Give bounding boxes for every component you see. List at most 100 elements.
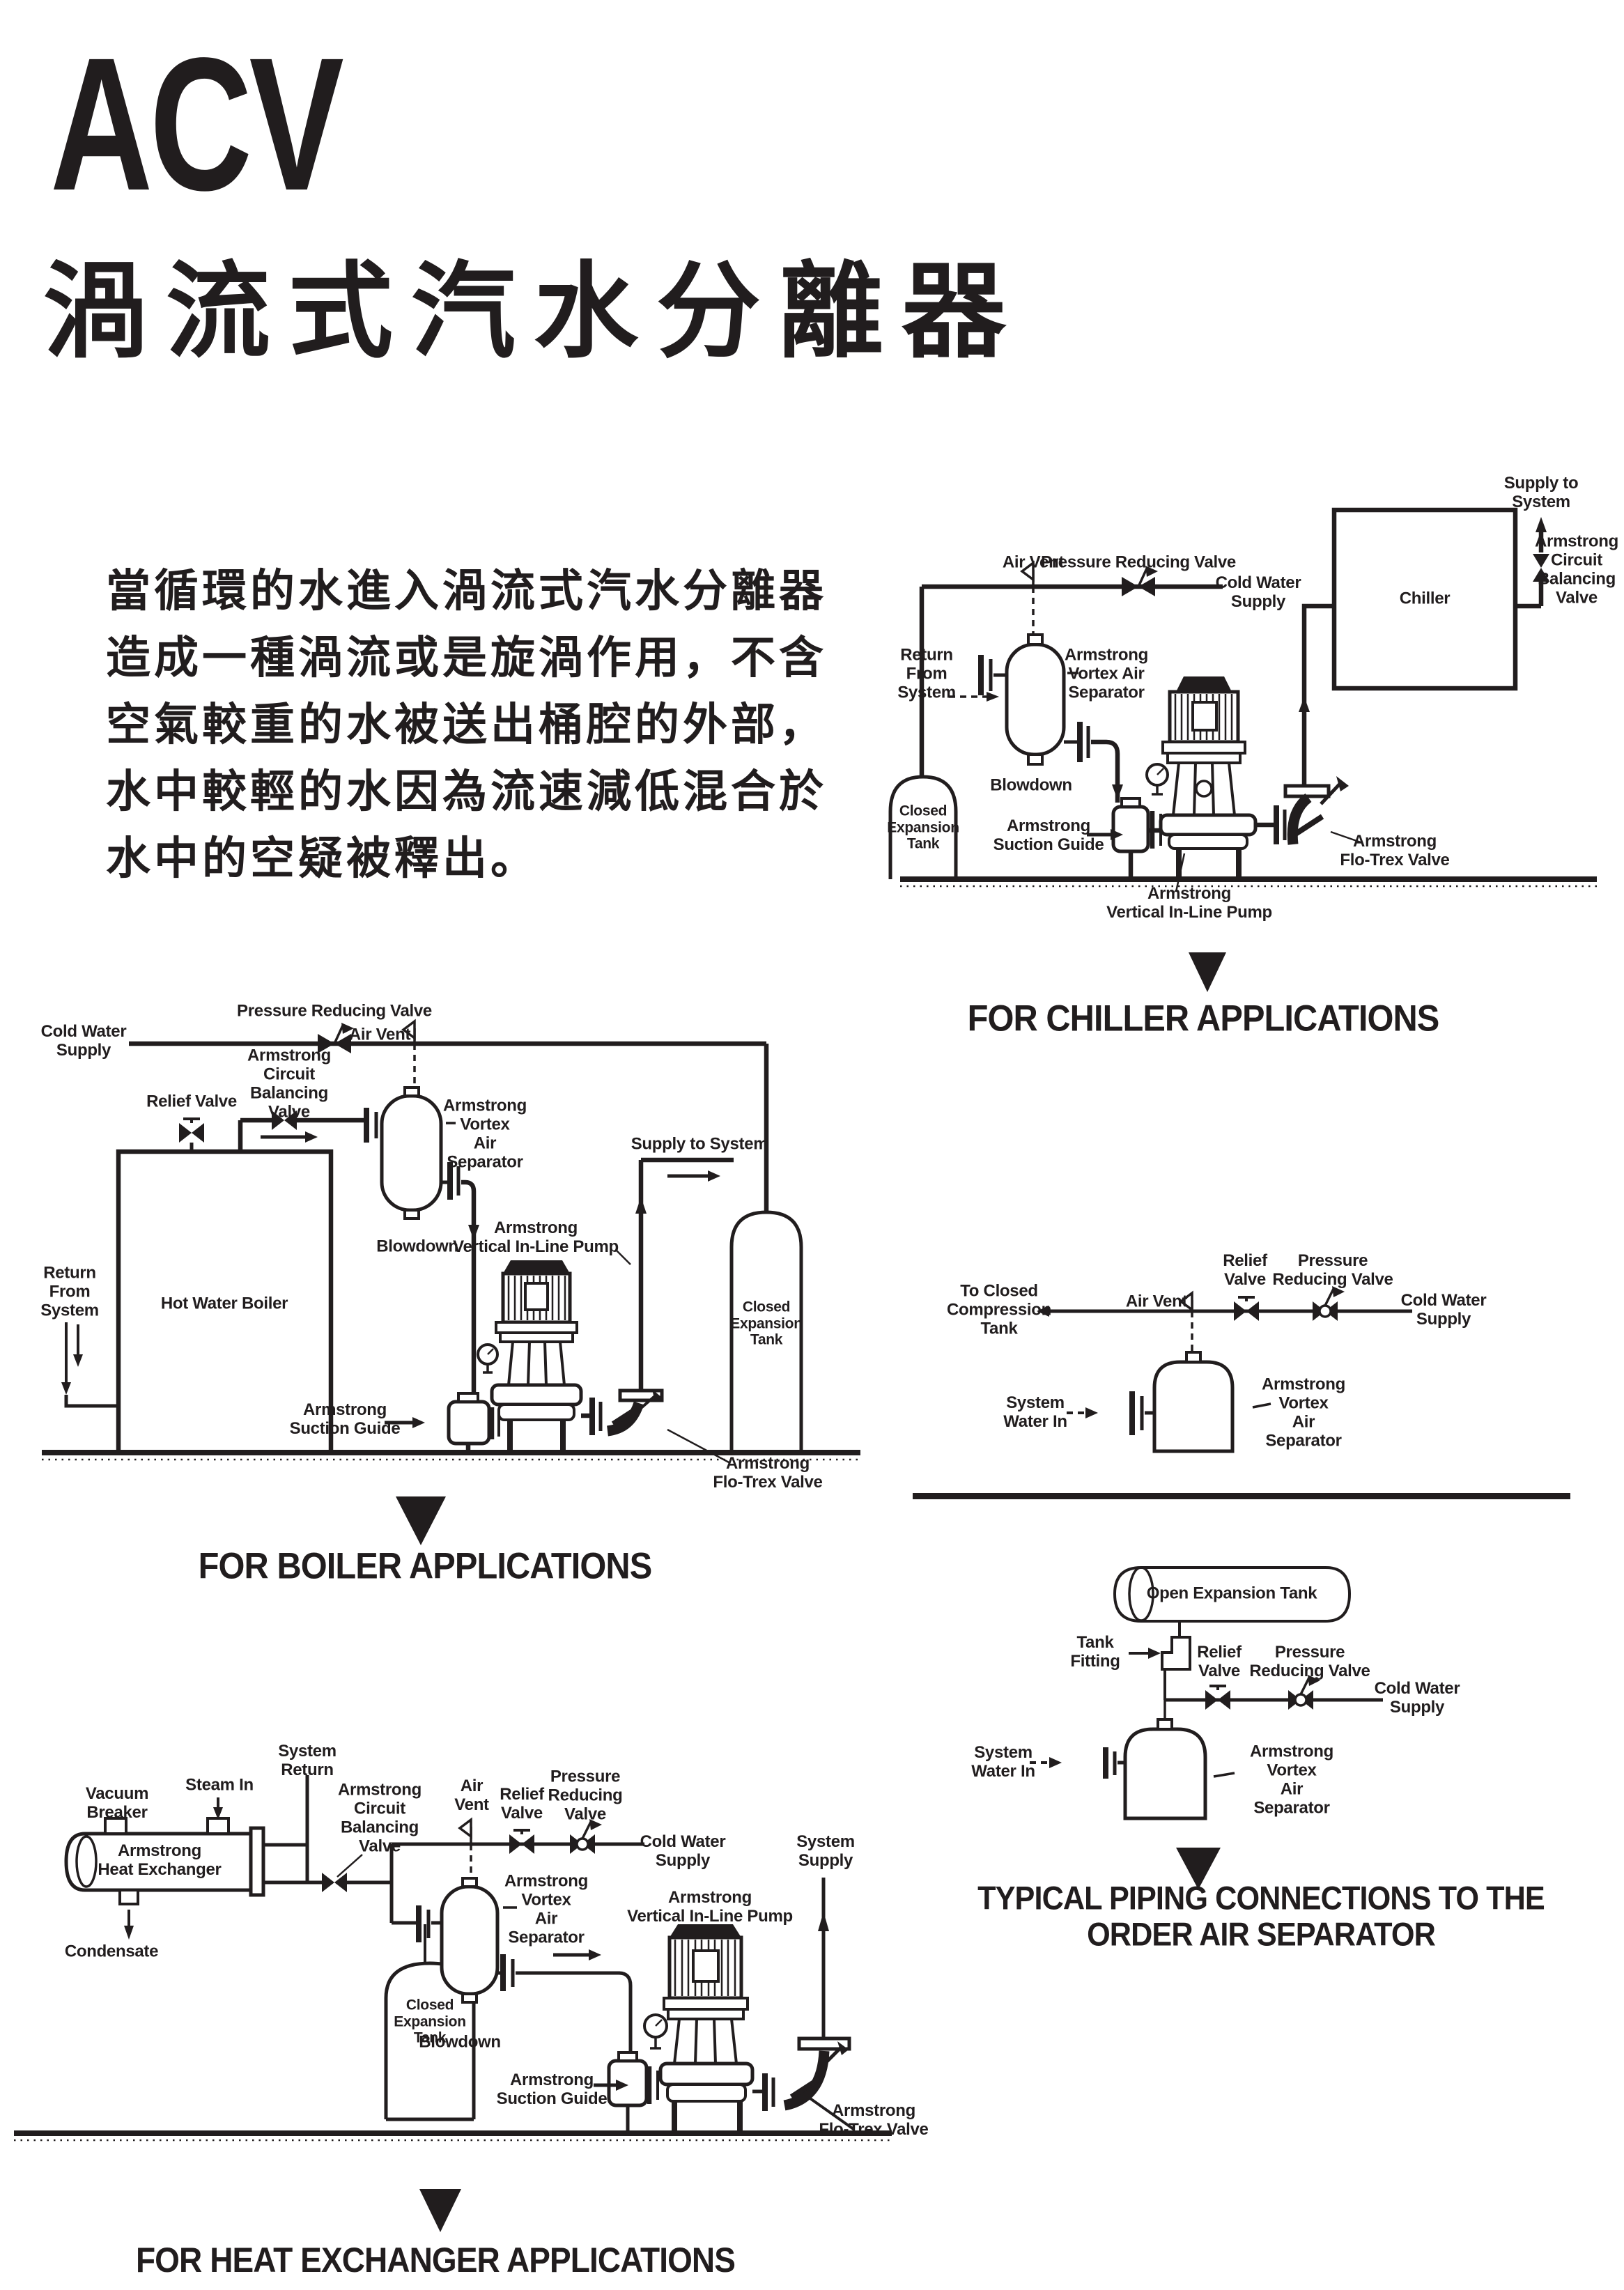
- label-pressure-reducing-valve: Pressure Reducing Valve: [548, 1767, 623, 1824]
- chiller-box: [1331, 507, 1518, 691]
- system-water-arrow: [1030, 1757, 1062, 1768]
- caption-boiler: FOR BOILER APPLICATIONS: [198, 1545, 653, 1587]
- closed-expansion-tank: [888, 775, 958, 879]
- label-air-vent: Air Vent: [1125, 1292, 1188, 1311]
- label-supply-to-system: Supply to System: [631, 1134, 768, 1154]
- flo-trex-valve-icon: [581, 1388, 731, 1464]
- open-tank-diagram: [1030, 1566, 1383, 1889]
- chiller-diagram: [888, 507, 1597, 992]
- label-air-vent: Air Vent: [1002, 552, 1065, 572]
- intro-line: 造成一種渦流或是旋渦作用，不含: [106, 633, 827, 683]
- label-air-separator: Armstrong Vortex Air Separator: [1250, 1742, 1333, 1817]
- label-circuit-balancing-valve: Armstrong Circuit Balancing Valve: [338, 1780, 422, 1855]
- separator-outlet-pipe: [1091, 739, 1120, 803]
- label-cold-water-supply: Cold Water Supply: [1374, 1679, 1460, 1717]
- vertical-inline-pump-icon: [658, 1924, 755, 2133]
- air-separator-vessel: [1129, 1351, 1271, 1453]
- system-supply-riser: [818, 1878, 829, 2038]
- label-heat-exchanger: Armstrong Heat Exchanger: [98, 1841, 222, 1879]
- air-separator-vessel: [1103, 1718, 1235, 1820]
- suction-guide-icon: [594, 2051, 659, 2133]
- label-blowdown: Blowdown: [419, 2032, 501, 2052]
- intro-line: 當循環的水進入渦流式汽水分離器: [106, 566, 827, 616]
- label-system-water-in: System Water In: [1003, 1393, 1067, 1431]
- closed-expansion-tank: [384, 1961, 476, 2121]
- intro-paragraph: 當循環的水進入渦流式汽水分離器 造成一種渦流或是旋渦作用，不含 空氣較重的水被送…: [106, 557, 827, 892]
- closed-expansion-tank: [729, 1210, 803, 1453]
- air-separator-vessel: [364, 1086, 461, 1220]
- caption-heat-exchanger: FOR HEAT EXCHANGER APPLICATIONS: [136, 2241, 736, 2280]
- intro-line: 空氣較重的水被送出桶腔的外部，: [106, 699, 827, 750]
- air-separator-vessel: [416, 1877, 517, 2004]
- gauge-icon: [1145, 763, 1169, 796]
- page-title: 渦流式汽水分離器: [43, 253, 1025, 370]
- label-blowdown: Blowdown: [376, 1237, 458, 1256]
- label-vertical-inline-pump: Armstrong Vertical In-Line Pump: [453, 1219, 619, 1256]
- air-vent-icon: [1020, 560, 1035, 642]
- supply-flow-arrow: [635, 1170, 720, 1214]
- label-flo-trex-valve: Armstrong Flo-Trex Valve: [1340, 832, 1450, 869]
- label-pressure-reducing-valve: Pressure Reducing Valve: [1272, 1251, 1393, 1289]
- separator-outlet-pipe: [461, 1179, 477, 1395]
- relief-valve-icon: [1234, 1296, 1259, 1321]
- steam-in-arrow: [213, 1797, 223, 1820]
- triangle-marker: [419, 2189, 461, 2232]
- section-divider: [913, 1493, 1570, 1499]
- label-air-separator: Armstrong Vortex Air Separator: [1065, 645, 1148, 702]
- pressure-reducing-valve-icon: [1313, 1286, 1345, 1321]
- label-relief-valve: Relief Valve: [1223, 1251, 1267, 1289]
- label-relief-valve: Relief Valve: [1197, 1643, 1242, 1680]
- relief-valve-icon: [179, 1117, 204, 1152]
- circuit-balancing-valve-icon: [261, 1111, 318, 1143]
- pipe: [129, 1041, 769, 1391]
- triangle-marker: [1189, 952, 1226, 992]
- label-blowdown: Blowdown: [990, 775, 1072, 795]
- return-flow-arrows: [61, 1322, 118, 1408]
- air-vent-icon: [1179, 1290, 1193, 1359]
- air-vent-icon: [401, 1019, 416, 1088]
- label-to-closed-compression-tank: To Closed Compression Tank: [946, 1281, 1052, 1338]
- pressure-reducing-valve-icon: [1288, 1675, 1320, 1710]
- up-arrow-icon: [1299, 697, 1310, 712]
- label-air-vent: Air Vent: [454, 1777, 489, 1814]
- label-pressure-reducing-valve: Pressure Reducing Valve: [1041, 552, 1236, 572]
- caption-open-tank-line2: ORDER AIR SEPARATOR: [1087, 1915, 1436, 1953]
- label-return-from-system: Return From System: [897, 645, 956, 702]
- compression-tank-diagram: [913, 1286, 1570, 1499]
- label-vertical-inline-pump: Armstrong Vertical In-Line Pump: [1106, 884, 1272, 922]
- pressure-reducing-valve-icon: [318, 1023, 354, 1053]
- intro-line: 水中的空疑被釋出。: [106, 833, 539, 883]
- flo-trex-valve-icon: [752, 2036, 855, 2130]
- label-air-separator: Armstrong Vortex Air Separator: [504, 1871, 588, 1947]
- label-closed-expansion-tank: Closed Expansion Tank: [394, 1997, 466, 2046]
- label-cold-water-supply: Cold Water Supply: [1400, 1291, 1487, 1329]
- intro-line: 水中較輕的水因為流速減低混合於: [106, 766, 827, 817]
- pressure-reducing-valve-icon: [570, 1819, 602, 1854]
- label-air-separator: Armstrong Vortex Air Separator: [1262, 1375, 1345, 1450]
- heat-exchanger-vessel: [64, 1817, 265, 1905]
- left-arrow-icon: [1037, 1306, 1049, 1317]
- gauge-icon: [643, 2013, 668, 2050]
- label-vertical-inline-pump: Armstrong Vertical In-Line Pump: [627, 1888, 793, 1926]
- vertical-inline-pump-icon: [490, 1250, 631, 1453]
- label-open-expansion-tank: Open Expansion Tank: [1146, 1584, 1317, 1603]
- label-circuit-balancing-valve: Armstrong Circuit Balancing Valve: [1535, 532, 1618, 607]
- label-system-return: System Return: [278, 1742, 337, 1779]
- label-suction-guide: Armstrong Suction Guide: [289, 1400, 401, 1438]
- caption-chiller: FOR CHILLER APPLICATIONS: [967, 998, 1440, 1039]
- label-vacuum-breaker: Vacuum Breaker: [85, 1784, 149, 1822]
- label-system-supply: System Supply: [796, 1832, 855, 1870]
- label-closed-expansion-tank: Closed Expansion Tank: [887, 803, 959, 852]
- label-cold-water-supply: Cold Water Supply: [640, 1832, 726, 1870]
- down-arrow-icon: [468, 1225, 479, 1240]
- return-flow-arrow: [949, 692, 999, 702]
- label-system-water-in: System Water In: [971, 1743, 1035, 1781]
- label-pressure-reducing-valve: Pressure Reducing Valve: [237, 1001, 432, 1021]
- flo-trex-valve-icon: [1255, 776, 1363, 845]
- condensate-arrow: [124, 1910, 134, 1940]
- triangle-marker: [396, 1496, 446, 1545]
- label-relief-valve: Relief Valve: [146, 1092, 237, 1111]
- label-air-separator: Armstrong Vortex Air Separator: [443, 1096, 527, 1171]
- gauge-icon: [477, 1343, 499, 1374]
